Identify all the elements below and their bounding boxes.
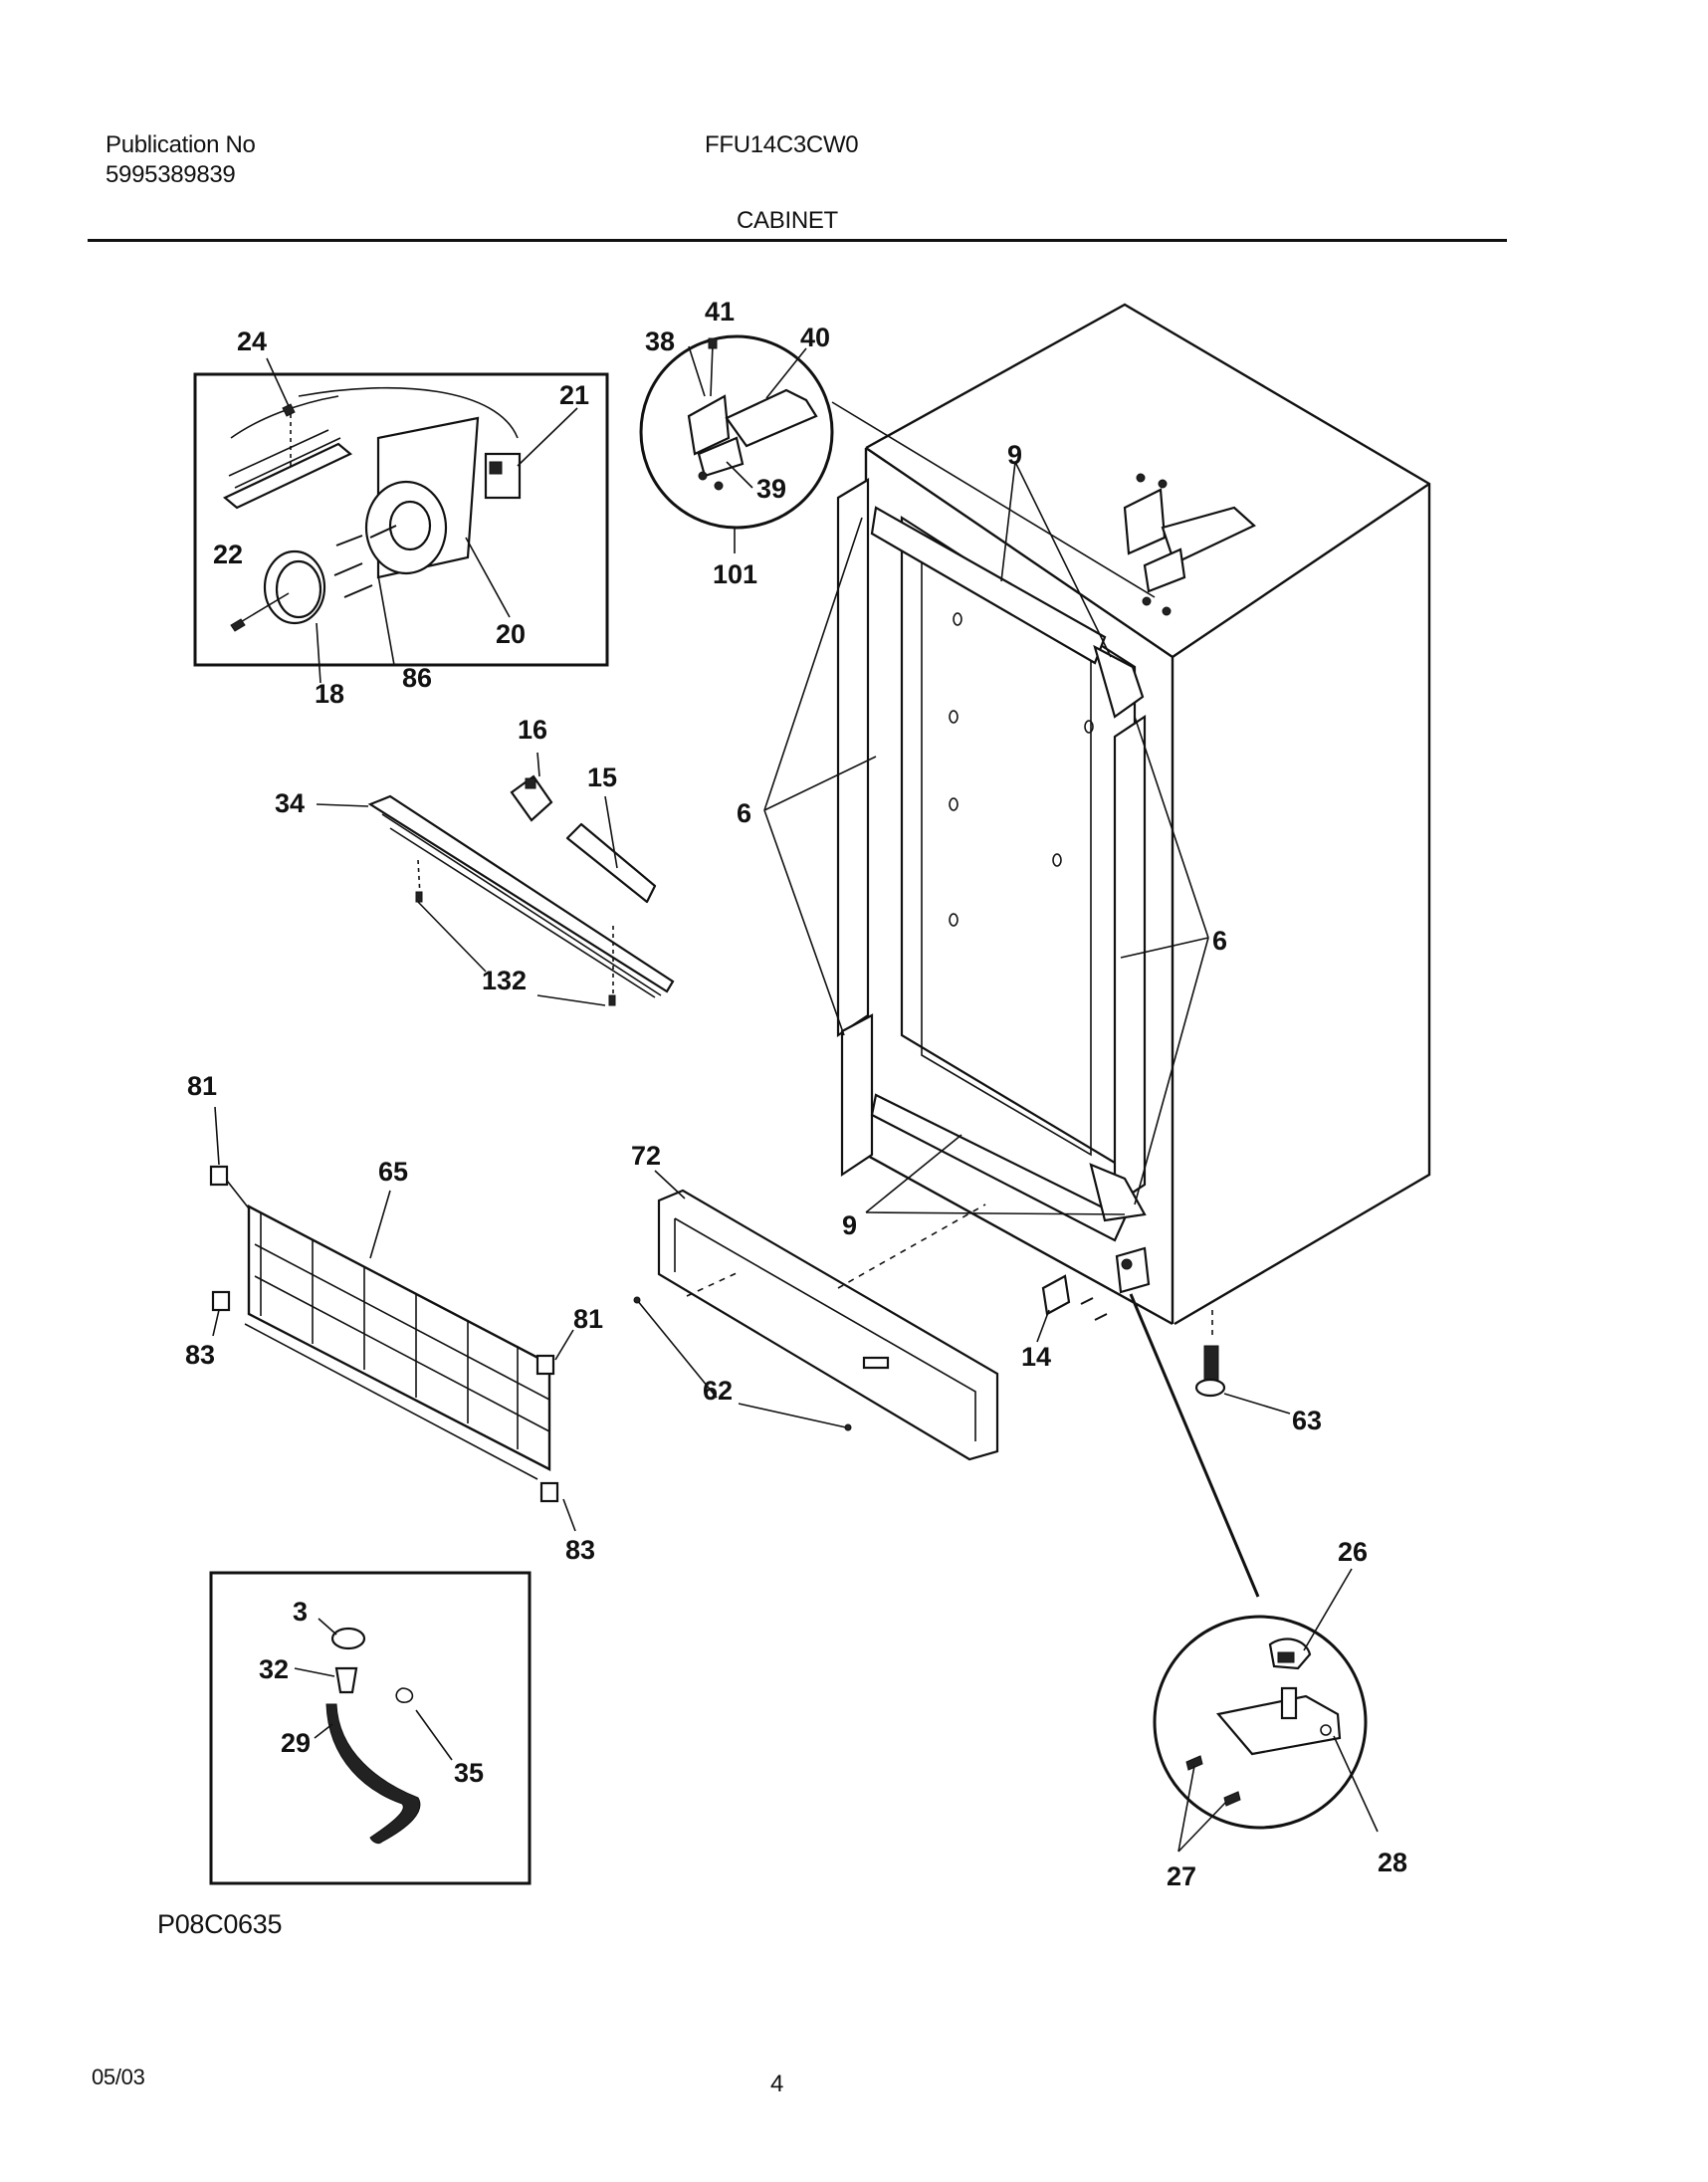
callout-35: 35 bbox=[454, 1758, 484, 1788]
control-panel-assembly bbox=[316, 752, 675, 1006]
callout-65: 65 bbox=[378, 1157, 408, 1187]
model-number: FFU14C3CW0 bbox=[705, 131, 859, 158]
callout-86: 86 bbox=[402, 663, 432, 693]
callout-34: 34 bbox=[275, 788, 305, 818]
leveling-leg bbox=[1194, 1310, 1291, 1415]
drawing-code: P08C0635 bbox=[157, 1909, 283, 1939]
callout-63: 63 bbox=[1292, 1406, 1322, 1435]
callout-62: 62 bbox=[703, 1376, 733, 1406]
callout-41: 41 bbox=[705, 297, 735, 327]
callout-72: 72 bbox=[631, 1141, 661, 1171]
callout-22: 22 bbox=[213, 540, 243, 569]
callout-6-left: 6 bbox=[737, 798, 751, 828]
callout-38: 38 bbox=[645, 327, 675, 356]
lock-assembly bbox=[1036, 1274, 1260, 1598]
callout-83-right: 83 bbox=[565, 1535, 595, 1565]
callout-15: 15 bbox=[587, 763, 617, 792]
callout-132: 132 bbox=[482, 966, 527, 995]
inset-drain-assembly bbox=[209, 1571, 532, 1885]
callout-3: 3 bbox=[293, 1597, 308, 1627]
callout-20: 20 bbox=[496, 619, 526, 649]
date-code: 05/03 bbox=[92, 2065, 145, 2089]
inset-top-hinge bbox=[639, 334, 1156, 598]
callout-81-top: 81 bbox=[187, 1071, 217, 1101]
grille-assembly bbox=[209, 1106, 576, 1532]
cabinet-body bbox=[763, 303, 1431, 1326]
callout-18: 18 bbox=[315, 679, 344, 709]
callout-40: 40 bbox=[800, 323, 830, 352]
callout-26: 26 bbox=[1338, 1537, 1368, 1567]
page-number: 4 bbox=[770, 2071, 784, 2097]
callout-83-left: 83 bbox=[185, 1340, 215, 1370]
inset-light-assembly bbox=[193, 357, 609, 684]
callout-27: 27 bbox=[1167, 1861, 1196, 1891]
inset-bottom-hinge bbox=[1153, 1568, 1379, 1853]
callout-9-top: 9 bbox=[1007, 440, 1022, 470]
callout-14: 14 bbox=[1021, 1342, 1051, 1372]
section-title: CABINET bbox=[737, 207, 838, 234]
publication-number: 5995389839 bbox=[106, 161, 236, 188]
toe-grille bbox=[633, 1170, 999, 1461]
callout-28: 28 bbox=[1378, 1848, 1407, 1877]
callout-81-right: 81 bbox=[573, 1304, 603, 1334]
publication-label: Publication No bbox=[106, 131, 256, 158]
header-rule bbox=[88, 239, 1507, 242]
callout-24: 24 bbox=[237, 327, 267, 356]
callout-29: 29 bbox=[281, 1728, 311, 1758]
callout-101: 101 bbox=[713, 559, 757, 589]
callout-16: 16 bbox=[518, 715, 547, 745]
callout-9-bottom: 9 bbox=[842, 1210, 857, 1240]
callout-39: 39 bbox=[756, 474, 786, 504]
callout-21: 21 bbox=[559, 380, 589, 410]
callout-6-right: 6 bbox=[1212, 926, 1227, 956]
callout-32: 32 bbox=[259, 1654, 289, 1684]
